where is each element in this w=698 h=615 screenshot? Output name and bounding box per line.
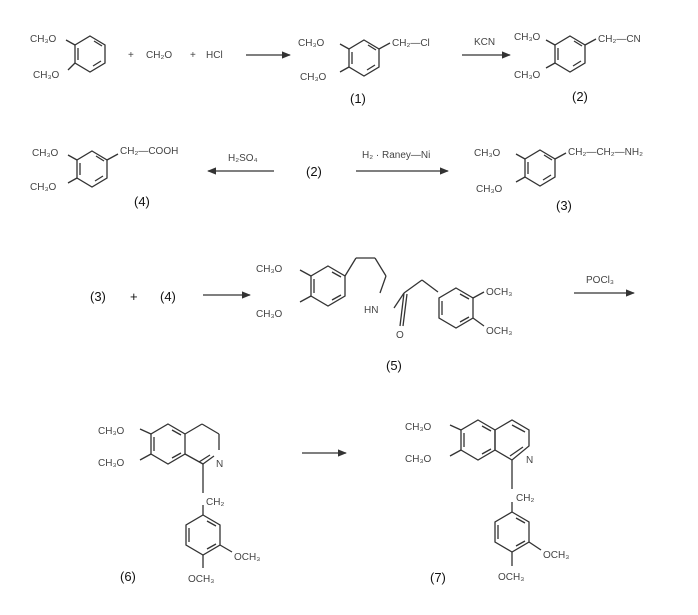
c3-aminoethyl: CH₂—CH₂—NH₂: [568, 147, 643, 158]
c7-methoxy-ring-bottom: OCH₃: [498, 572, 524, 583]
c2-cyanomethyl: CH₂—CN: [598, 34, 641, 45]
c7-methoxy-top: CH₃O: [405, 422, 432, 433]
c5-methoxy-right-bottom: OCH₃: [486, 326, 512, 337]
hcl: HCl: [206, 50, 223, 61]
c1-chloromethyl: CH₂—Cl: [392, 38, 430, 49]
compound-6-label: (6): [120, 569, 136, 584]
c6-ring-nitrogen: N: [216, 459, 223, 470]
compound-5: CH₃O CH₃O HN O OCH₃ OCH₃: [256, 257, 512, 341]
compound-3: CH₃O CH₃O CH₂—CH₂—NH₂: [474, 147, 643, 195]
c1-methoxy-top: CH₃O: [298, 38, 325, 49]
c7-ring-nitrogen: N: [526, 455, 533, 466]
compound-4-label: (4): [134, 194, 150, 209]
c7-methylene: CH₂: [516, 493, 534, 504]
compound-2: CH₃O CH₃O CH₂—CN: [514, 32, 641, 81]
compound-5-label: (5): [386, 358, 402, 373]
compound-3-label: (3): [556, 198, 572, 213]
start-methoxy-bottom: CH₃O: [33, 70, 60, 81]
plus-sign: +: [190, 50, 196, 61]
compound-2-center-label: (2): [306, 164, 322, 179]
c4-methoxy-bottom: CH₃O: [30, 182, 57, 193]
c3-methoxy-bottom: CH₃O: [476, 184, 503, 195]
compound-7-label: (7): [430, 570, 446, 585]
plus-sign: +: [130, 289, 138, 304]
compound-1: CH₃O CH₃O CH₂—Cl: [298, 38, 430, 83]
reactant-3-label: (3): [90, 289, 106, 304]
c6-methoxy-bottom: CH₃O: [98, 458, 125, 469]
c5-methoxy-left-bottom: CH₃O: [256, 309, 283, 320]
c7-methoxy-bottom: CH₃O: [405, 454, 432, 465]
compound-7: CH₃O CH₃O N CH₂ OCH₃ OCH₃: [405, 419, 569, 583]
compound-4: CH₃O CH₃O CH₂—COOH: [30, 146, 178, 193]
reactant-4-label: (4): [160, 289, 176, 304]
c5-carbonyl-o: O: [396, 330, 404, 341]
c6-methoxy-top: CH₃O: [98, 426, 125, 437]
formaldehyde: CH₂O: [146, 50, 172, 61]
c2-methoxy-top: CH₃O: [514, 32, 541, 43]
reagent-h2so4: H₂SO₄: [228, 153, 258, 164]
c3-methoxy-top: CH₃O: [474, 148, 501, 159]
c6-methoxy-ring-bottom: OCH₃: [188, 574, 214, 585]
plus-sign: +: [128, 50, 134, 61]
compound-1-label: (1): [350, 91, 366, 106]
reagent-raney-ni: H₂ · Raney—Ni: [362, 150, 430, 161]
compound-2-label: (2): [572, 89, 588, 104]
c5-methoxy-left-top: CH₃O: [256, 264, 283, 275]
c5-methoxy-right-top: OCH₃: [486, 287, 512, 298]
c4-carboxymethyl: CH₂—COOH: [120, 146, 178, 157]
c7-methoxy-ring-right: OCH₃: [543, 550, 569, 561]
reagent-pocl3: POCl₃: [586, 275, 614, 286]
c6-methoxy-ring-right: OCH₃: [234, 552, 260, 563]
compound-6: CH₃O CH₃O N CH₂ OCH₃ OCH₃: [98, 423, 260, 585]
c4-methoxy-top: CH₃O: [32, 148, 59, 159]
starting-dimethoxybenzene: CH₃O CH₃O: [30, 34, 106, 81]
c5-amide-nh: HN: [364, 305, 378, 316]
c6-methylene: CH₂: [206, 497, 224, 508]
start-methoxy-top: CH₃O: [30, 34, 57, 45]
c2-methoxy-bottom: CH₃O: [514, 70, 541, 81]
c1-methoxy-bottom: CH₃O: [300, 72, 327, 83]
reagent-kcn: KCN: [474, 37, 495, 48]
